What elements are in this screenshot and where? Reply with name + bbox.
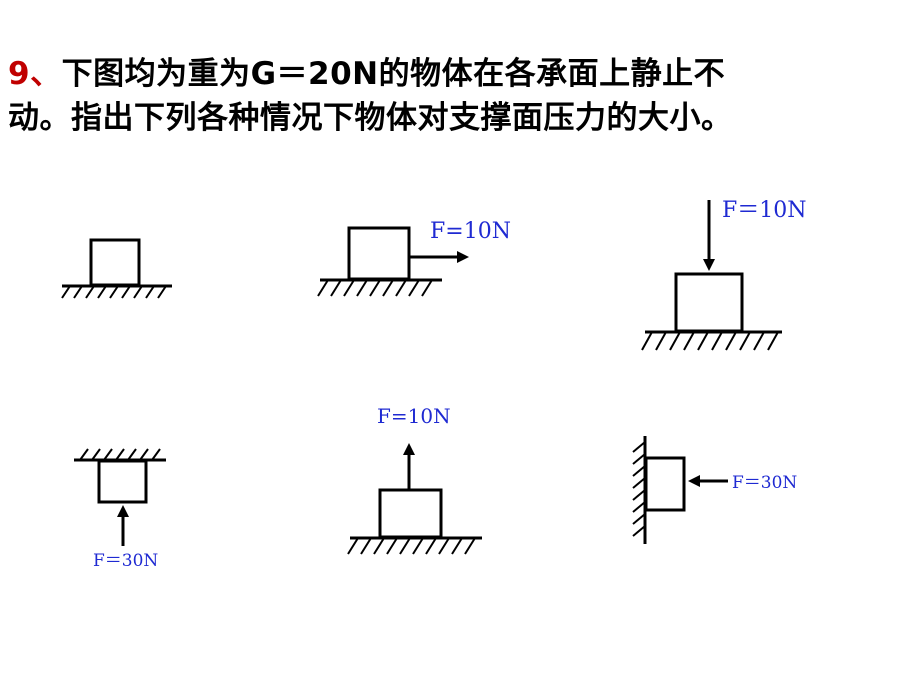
question-line-2: 动。指出下列各种情况下物体对支撑面压力的大小。 [8, 100, 733, 136]
force-label-6: F＝30N [732, 473, 797, 493]
ground-hatch [641, 331, 779, 351]
figure-4 [74, 448, 166, 546]
figure-2 [317, 226, 469, 297]
ceiling-hatch [79, 448, 161, 461]
figure-1 [61, 238, 172, 299]
force-label-2: F=10N [430, 219, 511, 244]
question-line-1: 9、下图均为重为G＝20N的物体在各承面上静止不 [8, 52, 898, 96]
ground-hatch [317, 279, 433, 297]
question-line-1-text: 下图均为重为G＝20N的物体在各承面上静止不 [61, 56, 726, 92]
question-number: 9、 [8, 56, 62, 92]
question-text: 9、下图均为重为G＝20N的物体在各承面上静止不 动。指出下列各种情况下物体对支… [8, 52, 898, 140]
block [89, 238, 141, 287]
figure-3 [641, 200, 782, 351]
force-label-5: F=10N [377, 404, 451, 428]
block [644, 456, 686, 512]
figure-5 [347, 443, 482, 555]
figure-6 [632, 436, 728, 544]
block [347, 226, 411, 281]
force-label-4: F＝30N [93, 551, 158, 571]
ground-hatch [347, 537, 476, 555]
force-label-3: F＝10N [722, 198, 807, 223]
block [674, 272, 744, 333]
ground-hatch [61, 285, 167, 299]
block [378, 488, 443, 539]
block [97, 459, 148, 504]
wall-hatch [632, 441, 646, 537]
